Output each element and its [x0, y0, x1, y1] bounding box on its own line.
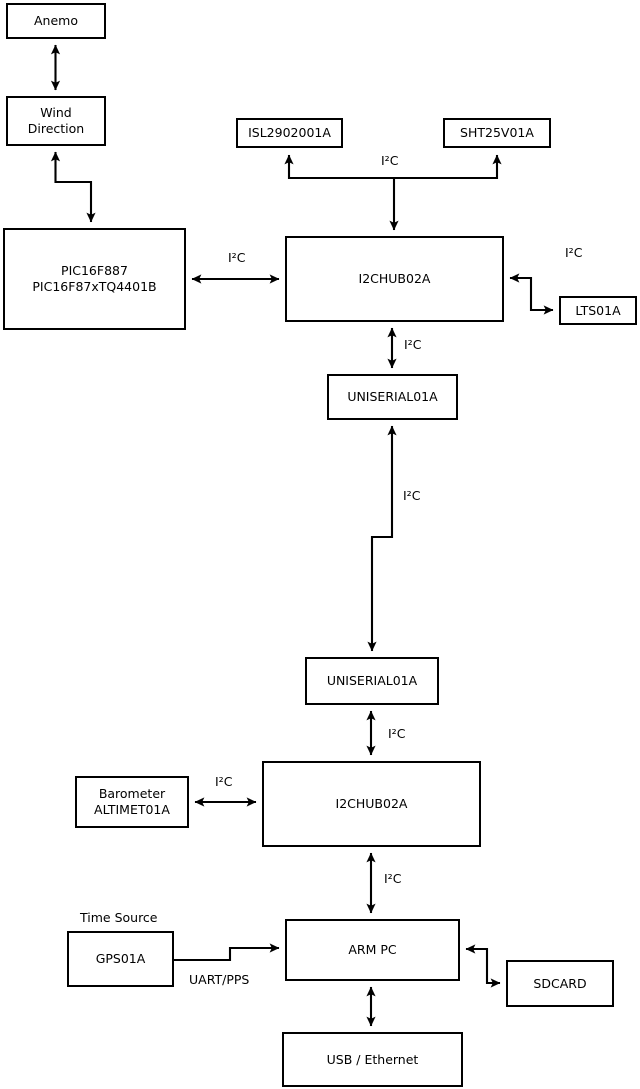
node-label-anemo: Anemo — [34, 13, 78, 28]
edge-label-i2c-hub-armpc: I²C — [384, 871, 402, 886]
connector-bus-sht — [394, 154, 502, 180]
connector-wind-pic — [50, 151, 96, 223]
edge-label-i2c-uniserial-hub: I²C — [388, 726, 406, 741]
node-isl2902001a[interactable]: ISL2902001A — [236, 118, 343, 148]
node-label-isl2902001a: ISL2902001A — [248, 125, 331, 140]
edge-label-uart-pps: UART/PPS — [189, 972, 250, 987]
node-label-lts01a: LTS01A — [575, 302, 621, 318]
node-i2chub02a-top[interactable]: I2CHUB02A — [285, 236, 504, 322]
node-label-barometer-altimet01a: Barometer ALTIMET01A — [94, 786, 170, 817]
node-label-i2chub02a-top: I2CHUB02A — [358, 271, 431, 286]
edge-label-i2c-hub-uniserial: I²C — [404, 337, 422, 352]
node-label-sht25v01a: SHT25V01A — [460, 125, 534, 140]
connector-bus-isl — [284, 154, 394, 180]
connector-hubtop-lts — [509, 273, 554, 315]
node-arm-pc[interactable]: ARM PC — [285, 919, 460, 981]
node-uniserial01a-top[interactable]: UNISERIAL01A — [327, 374, 458, 420]
connector-gps-armpc — [174, 943, 280, 962]
node-label-arm-pc: ARM PC — [348, 942, 397, 957]
node-label-usb-ethernet: USB / Ethernet — [326, 1051, 419, 1067]
node-label-i2chub02a-bottom: I2CHUB02A — [335, 796, 408, 811]
node-barometer-altimet01a[interactable]: Barometer ALTIMET01A — [75, 776, 189, 828]
node-sht25v01a[interactable]: SHT25V01A — [443, 118, 551, 148]
edge-label-i2c-uniserial-uniserial: I²C — [403, 488, 421, 503]
node-lts01a[interactable]: LTS01A — [559, 296, 637, 325]
node-pic16f887[interactable]: PIC16F887 PIC16F87xTQ4401B — [3, 228, 186, 330]
node-label-wind-direction: Wind Direction — [27, 105, 85, 136]
node-sdcard[interactable]: SDCARD — [506, 960, 614, 1007]
node-label-sdcard: SDCARD — [533, 975, 587, 991]
node-gps01a[interactable]: GPS01A — [67, 931, 174, 987]
node-usb-ethernet[interactable]: USB / Ethernet — [282, 1032, 463, 1087]
label-time-source: Time Source — [80, 910, 158, 925]
edge-label-i2c-lts: I²C — [565, 245, 583, 260]
node-label-pic16f887: PIC16F887 PIC16F87xTQ4401B — [32, 263, 157, 294]
connector-armpc-sdcard — [465, 944, 501, 988]
node-label-uniserial01a-top: UNISERIAL01A — [347, 389, 438, 404]
node-uniserial01a-bottom[interactable]: UNISERIAL01A — [305, 657, 439, 705]
node-anemo[interactable]: Anemo — [6, 3, 106, 39]
edge-label-i2c-pic-hub: I²C — [228, 250, 246, 265]
node-label-uniserial01a-bottom: UNISERIAL01A — [326, 673, 418, 688]
edge-label-i2c-top-bus: I²C — [381, 153, 399, 168]
edge-label-i2c-barometer: I²C — [215, 774, 233, 789]
node-wind-direction[interactable]: Wind Direction — [6, 96, 106, 146]
node-i2chub02a-bottom[interactable]: I2CHUB02A — [262, 761, 481, 847]
connector-unitop-unibot — [367, 425, 397, 652]
node-label-gps01a: GPS01A — [95, 951, 146, 966]
